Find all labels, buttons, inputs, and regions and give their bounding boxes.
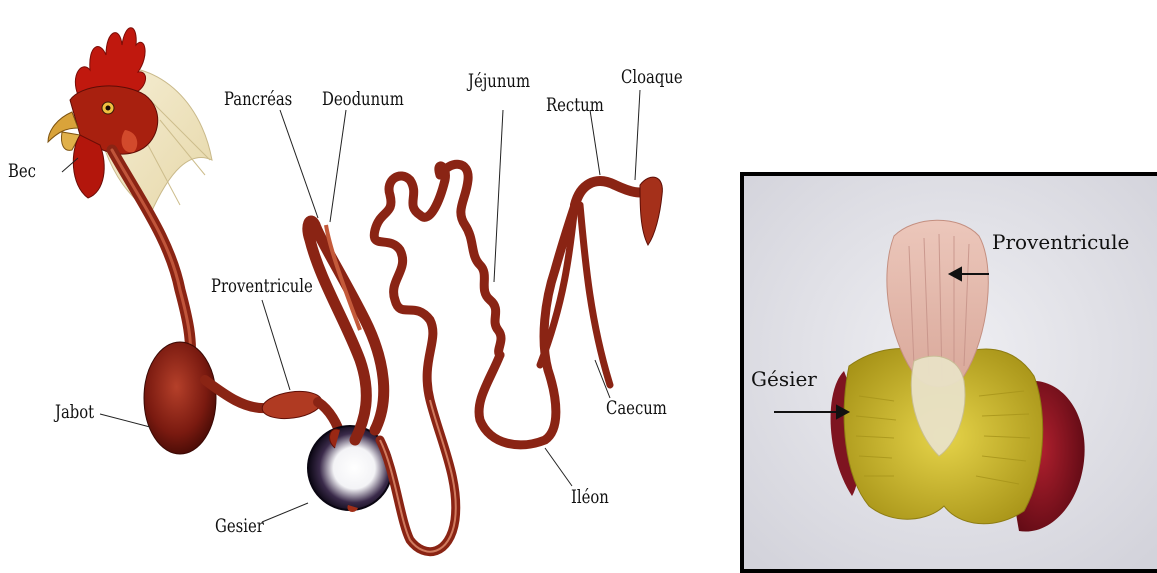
label-cloaque: Cloaque (621, 68, 683, 87)
label-gesier: Gesier (215, 517, 264, 536)
label-proventricule: Proventricule (211, 277, 313, 296)
wattle (73, 135, 104, 198)
label-deodunum: Deodunum (322, 90, 404, 109)
label-jejunum: Jéjunum (468, 72, 530, 91)
photo-label-proventricule: Proventricule (992, 232, 1129, 252)
label-caecum: Caecum (606, 399, 667, 418)
photo-label-gesier: Gésier (751, 369, 817, 389)
comb (75, 28, 145, 95)
jabot-crop (144, 342, 216, 454)
label-bec: Bec (8, 162, 36, 181)
label-pancreas: Pancréas (224, 90, 292, 109)
label-jabot: Jabot (55, 403, 94, 422)
label-rectum: Rectum (546, 96, 604, 115)
cloaque-organ (640, 177, 662, 245)
label-ileon: Iléon (571, 488, 609, 507)
